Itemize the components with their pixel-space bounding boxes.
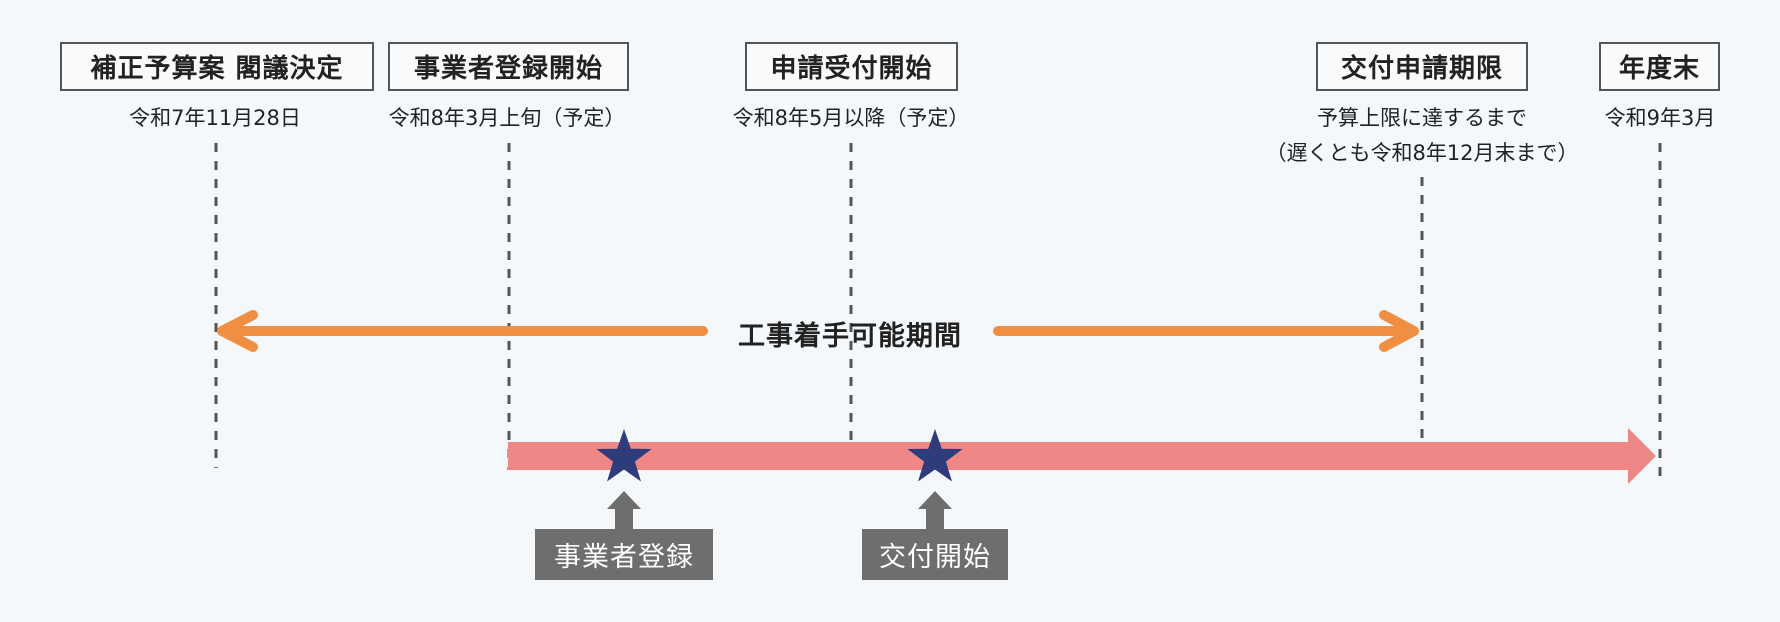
milestone-title: 事業者登録開始	[413, 54, 603, 84]
period-arrow-left-head	[217, 310, 258, 352]
star-icon	[596, 429, 652, 482]
milestone-title-box-3: 申請受付開始	[745, 42, 958, 91]
milestone-date-2: 令和8年3月上旬（予定）	[388, 106, 626, 130]
construction-period-label: 工事着手可能期間	[738, 321, 962, 352]
marker-label-text: 事業者登録	[554, 542, 694, 573]
timeline-bar-arrow	[508, 428, 1656, 484]
milestone-title: 年度末	[1618, 54, 1700, 84]
marker-label-text: 交付開始	[879, 542, 991, 573]
milestone-date-5: 令和9年3月	[1604, 106, 1716, 130]
marker-up-arrow-2	[918, 491, 952, 530]
milestone-title-box-2: 事業者登録開始	[388, 42, 629, 91]
milestone-title-box-1: 補正予算案 閣議決定	[60, 42, 374, 91]
milestone-title: 交付申請期限	[1340, 54, 1503, 84]
milestone-title-box-4: 交付申請期限	[1316, 42, 1528, 91]
marker-up-arrow-1	[607, 491, 641, 530]
milestone-title-box-5: 年度末	[1599, 42, 1720, 91]
milestone-title: 補正予算案 閣議決定	[90, 54, 344, 84]
star-icon	[907, 429, 963, 482]
period-arrow-right-head	[1379, 310, 1419, 352]
milestone-date-4-line-2: （遅くとも令和8年12月末まで）	[1265, 141, 1579, 165]
marker-label-grant-start: 交付開始	[862, 529, 1008, 580]
milestone-date-1: 令和7年11月28日	[129, 106, 301, 130]
milestone-title: 申請受付開始	[770, 54, 933, 84]
construction-period-arrow	[217, 310, 1419, 352]
milestone-date-4-line-1: 予算上限に達するまで	[1317, 106, 1527, 130]
milestone-date-3: 令和8年5月以降（予定）	[732, 106, 970, 130]
marker-label-registration: 事業者登録	[535, 529, 713, 580]
